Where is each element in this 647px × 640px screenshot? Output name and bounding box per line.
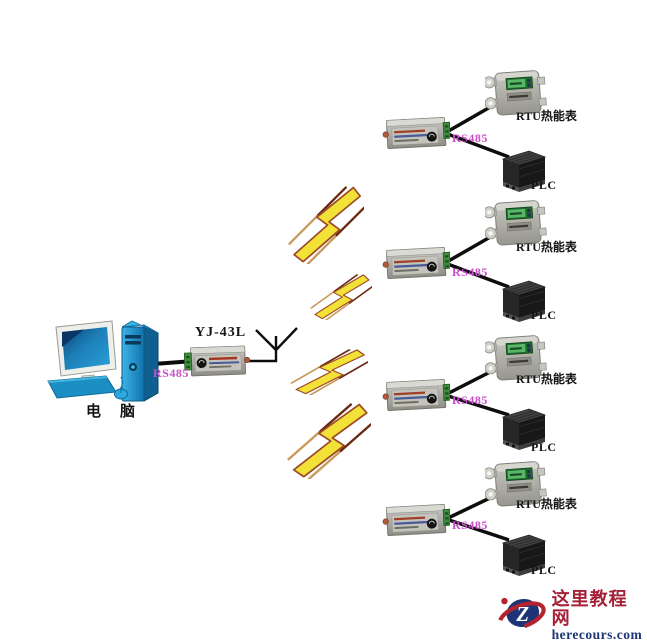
remote-wireless-module-icon <box>382 116 450 150</box>
rs485-cable-module-plc <box>445 517 510 542</box>
rs485-label: RS485 <box>452 393 488 407</box>
antenna-icon <box>248 327 298 363</box>
watermark-site-url: herecours.com <box>551 626 643 640</box>
rs485-cable-module-meter <box>444 104 493 135</box>
rs485-cable-module-meter <box>444 234 493 265</box>
rs485-cable-module-meter <box>445 495 493 521</box>
watermark: Z 这里教程网 herecours.com <box>496 589 646 640</box>
rs485-label: RS485 <box>452 131 488 145</box>
rtu-meter-label: RTU热能表 <box>516 240 577 254</box>
hub-model-label: YJ-43L <box>195 325 247 340</box>
plc-label: PLC <box>531 308 557 322</box>
remote-wireless-module-icon <box>382 503 450 537</box>
rtu-meter-label: RTU热能表 <box>516 497 577 511</box>
lightning-bolt-icon <box>288 186 364 264</box>
rs485-label: RS485 <box>452 518 488 532</box>
watermark-site-name: 这里教程网 <box>551 589 628 628</box>
plc-label: PLC <box>531 563 557 577</box>
rtu-meter-label: RTU热能表 <box>516 109 577 123</box>
rtu-meter-label: RTU热能表 <box>516 372 577 386</box>
plc-label: PLC <box>531 440 557 454</box>
lightning-bolt-icon <box>290 349 368 395</box>
hub-wireless-module-icon <box>184 345 250 377</box>
computer-label: 电 脑 <box>86 404 138 420</box>
plc-label: PLC <box>531 178 557 192</box>
remote-wireless-module-icon <box>382 246 450 280</box>
z-orbit-logo-icon: Z <box>497 597 546 631</box>
lightning-bolt-icon <box>310 274 372 320</box>
rs485-cable-module-meter <box>444 369 493 397</box>
lightning-bolt-icon <box>287 403 371 479</box>
desktop-computer-icon <box>47 320 159 402</box>
rs485-cable-module-plc <box>444 393 510 417</box>
remote-wireless-module-icon <box>382 378 450 412</box>
rs485-label: RS485 <box>153 366 189 380</box>
watermark-logo-letter: Z <box>515 602 529 626</box>
rs485-cable-module-plc <box>444 261 510 289</box>
rs485-cable-module-plc <box>444 131 510 159</box>
rs485-label: RS485 <box>452 265 488 279</box>
